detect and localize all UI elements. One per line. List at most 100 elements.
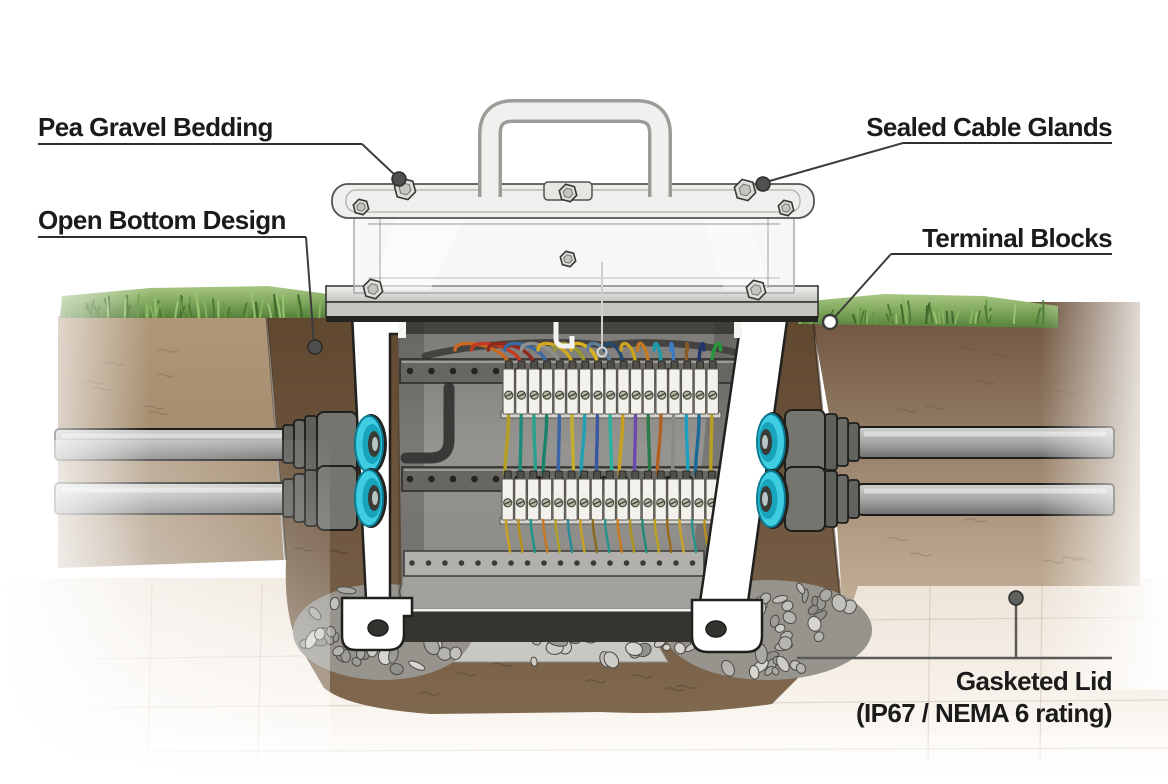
leader-pea-gravel-bedding [361,143,397,177]
grass-blade [202,299,208,318]
terminal-screw-slot [529,500,537,505]
soil-mark [154,373,176,378]
gravel-stone [831,594,847,612]
rail-hole [557,560,564,566]
leader-open-bottom-design [305,236,315,345]
interior-floor [400,576,706,610]
gravel-stone [769,614,780,628]
wire-mid [632,414,638,476]
grass-blade [887,304,894,324]
grass-blade [954,310,960,324]
grass-blade [275,295,282,318]
soil-mark [959,346,980,351]
soil-mark [676,684,697,689]
grass-blade [852,313,857,324]
bolt-hex-inner [563,254,573,264]
terminal-screw-slot [594,393,602,398]
grass-blade [250,293,256,318]
terminal-screw-slot [645,393,653,398]
gland-body [784,409,826,475]
wire-bottom [579,518,586,554]
rim-hanger-right [734,322,742,338]
grass-blade [951,310,955,324]
grass-blades-left [64,293,353,318]
rail-hole [471,367,478,375]
rail-hole [458,560,465,566]
grass-blade [245,305,251,318]
wire-mid [532,414,538,476]
terminal-screw-slot [518,393,525,398]
gravel-stone [778,636,793,651]
gravel-stone [795,662,807,674]
wire-mid [670,414,676,476]
grass-blade [259,298,265,318]
terminal-screw-slot [569,393,576,398]
gravel-stone [771,666,780,676]
bottom-rail-holes [409,560,696,566]
leader-dot-open-bottom-design [307,339,323,355]
annotation-sealed-cable-glands: Sealed Cable Glands [755,112,1113,192]
gland-ring [824,413,838,471]
gravel-stone [774,623,786,633]
wire-mid [570,414,576,476]
rail-hole [449,475,457,483]
rail-hole [475,560,481,566]
gland-ring [836,417,849,467]
bolt-hex-inner [781,203,791,213]
wire-bottom [591,518,598,554]
terminal-screw-slot [606,500,614,505]
grass-blade [976,310,981,324]
gland-core-highlight [372,491,378,505]
grass-blade [889,313,895,324]
terminal-screw-slot [607,393,615,398]
gland-core-highlight [762,435,768,449]
gravel-stone [764,665,775,676]
foot-right-hole [705,620,727,638]
wire-bottom [566,518,574,554]
gravel-stone [674,642,686,655]
terminal-screw-slot [644,500,652,505]
grass-blade [195,293,200,318]
grass-blade [267,303,273,318]
lid-skirt-highlight [372,204,470,290]
terminal-row-top [502,360,719,415]
soil-mark [418,691,440,696]
leader-terminal-blocks [832,253,892,320]
grass-blade [974,311,978,324]
wires-mid [503,414,714,476]
wire-bottom [529,518,536,554]
grass-blade [1012,303,1017,324]
terminal-screw-slot [695,500,703,505]
leader-dot-gasketed-lid [1008,590,1024,606]
terminal-screw-slot [517,500,524,505]
gravel-stone [776,655,790,673]
label-gasketed-lid: Gasketed Lid [956,666,1112,696]
terminal-screw-slot [696,393,704,398]
soil-mark [924,405,946,410]
terminal-screw-slot [658,393,666,398]
annotations: Pea Gravel Bedding Open Bottom Design Se… [38,112,1113,728]
rail-hole [656,560,663,566]
wire-bottom [653,518,660,554]
fade-right [1040,250,1168,690]
grass-blade [296,297,300,318]
terminal-screw-slot [682,500,690,505]
rail-hole [409,560,415,566]
label-pea-gravel-bedding: Pea Gravel Bedding [38,112,273,142]
grass-blade [222,302,228,318]
fade-bottom-left [0,440,330,784]
soil-mark [887,536,909,542]
grass-blade [902,299,908,324]
wire-mid [518,414,523,476]
lid-handle [481,102,669,197]
rail-hole [541,560,547,566]
terminal-screw-slot [670,500,677,505]
edge-fades [0,250,1168,784]
rail-hole [471,475,478,483]
wire-bottom [542,518,549,554]
terminal-row-bottom [501,470,718,521]
rail-hole [428,367,435,375]
grass-blade [242,302,248,318]
gravel-stone [807,615,822,632]
